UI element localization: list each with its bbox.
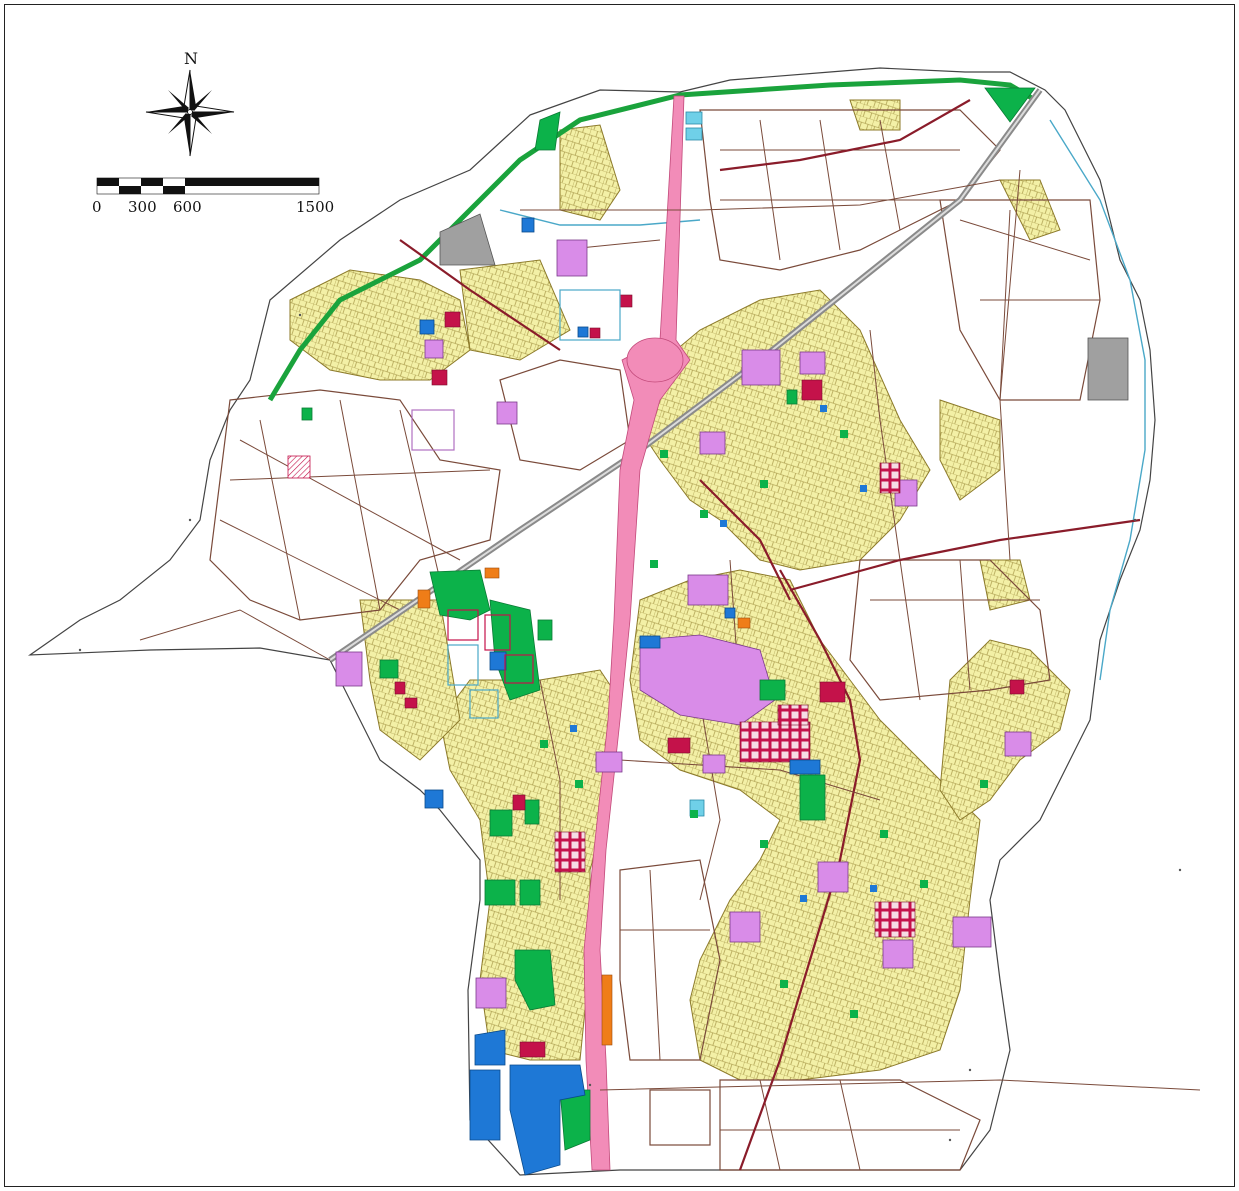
north-label: N	[184, 49, 198, 68]
scale-label-1500: 1500	[296, 198, 334, 216]
civic-zones	[419, 217, 821, 1176]
small-parks	[540, 430, 988, 1018]
scale-bar	[96, 177, 320, 195]
outlined-blocks	[411, 289, 711, 1146]
special-hatched-parcel	[287, 455, 311, 479]
small-civic	[570, 405, 877, 902]
river-green-belt	[267, 77, 1037, 402]
education-zones	[335, 239, 1032, 1009]
parcel-markers	[78, 313, 1182, 1142]
scale-label-600: 600	[173, 198, 202, 216]
commercial-zones	[394, 294, 1025, 1058]
map-frame	[4, 4, 1235, 1187]
scale-label-300: 300	[128, 198, 157, 216]
industrial-zones	[439, 213, 1129, 401]
park-zones	[301, 87, 1036, 1151]
arterial-roads	[399, 99, 1141, 1171]
scale-label-0: 0	[92, 198, 102, 216]
compass-rose-icon	[145, 69, 235, 157]
utility-zones	[417, 567, 751, 1046]
planning-roads	[219, 119, 1100, 1171]
